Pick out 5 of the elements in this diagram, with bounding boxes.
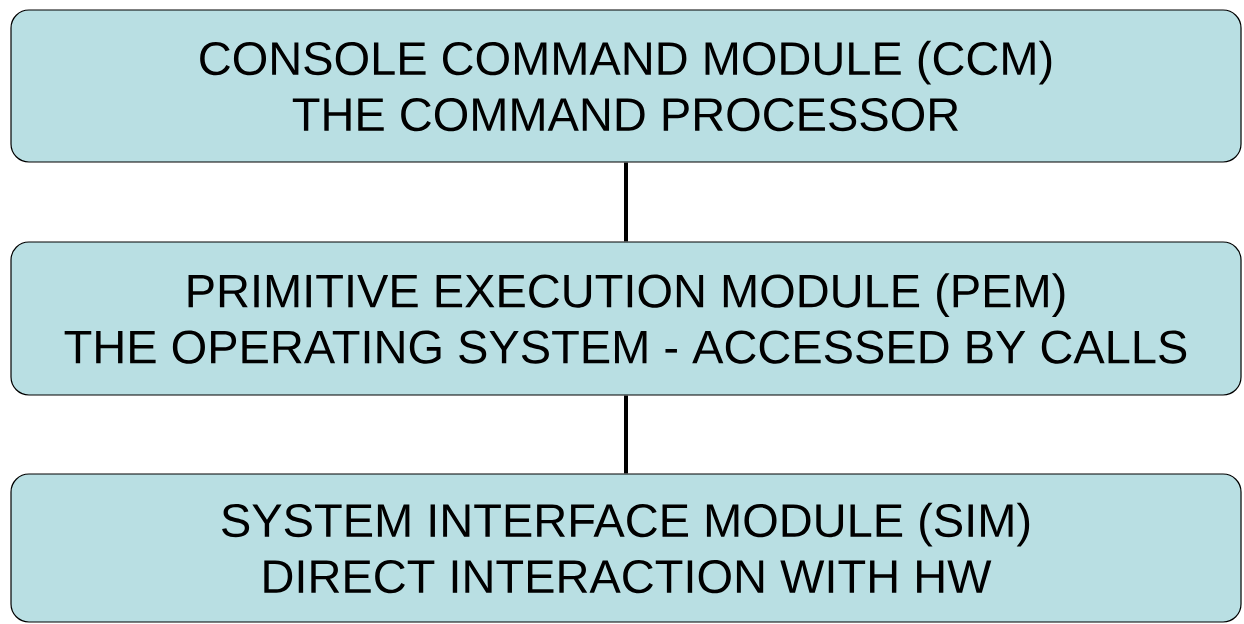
module-box: SYSTEM INTERFACE MODULE (SIM) DIRECT INTERACTION WITH HW xyxy=(10,473,1242,623)
connector-line xyxy=(624,162,628,242)
module-box: PRIMITIVE EXECUTION MODULE (PEM) THE OPERATING SYSTEM - ACCESSED BY CALLS xyxy=(10,241,1242,396)
module-box: CONSOLE COMMAND MODULE (CCM) THE COMMAND PROCESSOR xyxy=(10,9,1242,163)
connector-line xyxy=(624,395,628,474)
